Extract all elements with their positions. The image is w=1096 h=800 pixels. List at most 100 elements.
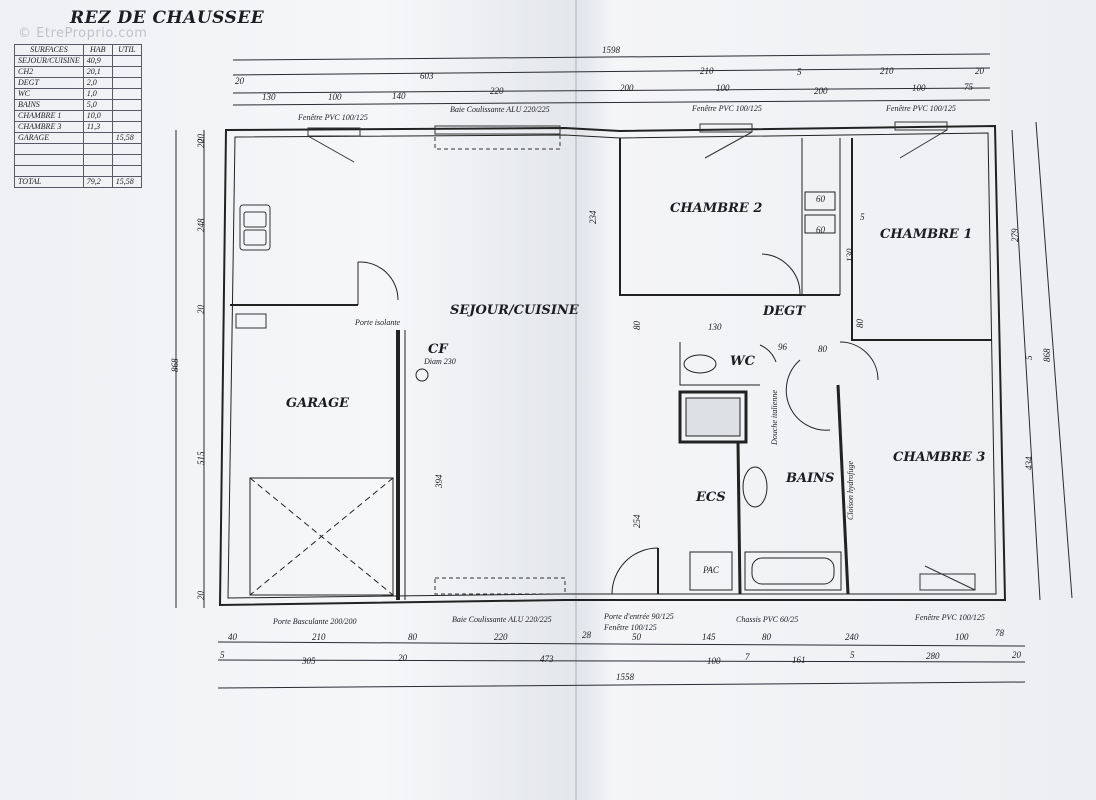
cf-flue <box>415 368 429 382</box>
note-baie-top: Baie Coulissante ALU 220/225 <box>450 105 550 114</box>
room-bains: BAINS <box>786 471 835 486</box>
dim-bottom-1k: 78 <box>995 628 1004 638</box>
dim-top-2d: 220 <box>490 86 504 96</box>
dim-top-1b: 603 <box>420 71 434 81</box>
dim-line-right-1 <box>1011 129 1041 601</box>
dim-line-bottom-total <box>217 681 1026 689</box>
entry-door-swing <box>611 547 659 595</box>
baie-bottom <box>434 577 566 595</box>
outer-wall-outline <box>218 124 1007 607</box>
bathtub <box>744 551 842 591</box>
bains-door-swing <box>785 359 831 431</box>
room-chambre1: CHAMBRE 1 <box>880 227 973 242</box>
dim-top-2a: 130 <box>262 92 276 102</box>
note-porte-entree: Porte d'entrée 90/125 <box>604 612 674 621</box>
surfaces-cell: TOTAL <box>14 176 84 188</box>
note-window-ch3: Fenêtre PVC 100/125 <box>915 613 985 622</box>
room-chambre2: CHAMBRE 2 <box>670 201 763 216</box>
dim-line-bottom-2 <box>217 659 1026 663</box>
dim-bottom-1d: 220 <box>494 632 508 642</box>
ch3-door-swing <box>839 341 879 381</box>
dim-bottom-1j: 100 <box>955 632 969 642</box>
ch2-closet-2 <box>804 214 836 234</box>
baie-top <box>434 125 561 135</box>
outer-wall-inner <box>227 132 997 599</box>
dim-right-c: 434 <box>1024 456 1034 471</box>
dim-top-1a: 20 <box>235 76 244 86</box>
garage-cabinet <box>235 313 267 329</box>
washbasin <box>742 466 768 508</box>
note-douche: Douche italienne <box>770 390 779 445</box>
dim-inner-i: 60 <box>816 194 825 204</box>
dim-top-1d: 5 <box>797 67 802 77</box>
room-degt: DEGT <box>763 304 805 319</box>
dim-right-a: 279 <box>1010 228 1020 243</box>
dim-right-b: 868 <box>1042 348 1052 363</box>
dim-left-b: 248 <box>196 218 206 233</box>
dim-bottom-2e: 100 <box>707 656 721 666</box>
dim-bottom-2d: 473 <box>540 654 554 664</box>
dim-inner-f: 394 <box>434 474 444 489</box>
shower <box>678 390 748 444</box>
dim-bottom-1a: 40 <box>228 632 237 642</box>
dim-bottom-1g: 145 <box>702 632 716 642</box>
ch3-wall <box>836 384 850 595</box>
dim-line-top-1 <box>232 67 991 76</box>
note-chassis: Chassis PVC 60/25 <box>736 615 799 624</box>
note-window-ch2: Fenêtre PVC 100/125 <box>692 104 762 113</box>
cf-sub-label: Diam 230 <box>424 357 456 366</box>
dim-inner-h: 80 <box>632 321 642 330</box>
dim-top-2f: 100 <box>716 83 730 93</box>
dim-line-top-2 <box>232 87 991 94</box>
garage-door-zone <box>249 477 394 596</box>
dim-inner-l: 130 <box>845 248 855 263</box>
note-window-ch1: Fenêtre PVC 100/125 <box>886 104 956 113</box>
surfaces-row <box>14 154 142 166</box>
dim-inner-a: 130 <box>708 322 722 332</box>
garage-door-diag-2 <box>249 477 394 596</box>
dim-top-total: 1598 <box>602 45 620 55</box>
room-garage: GARAGE <box>286 396 350 411</box>
dim-line-top-3 <box>232 99 991 106</box>
ch2-wall <box>619 138 840 296</box>
dim-inner-e: 234 <box>588 210 598 225</box>
dim-inner-c: 80 <box>818 344 827 354</box>
dim-inner-k: 5 <box>860 212 865 222</box>
room-sejour: SEJOUR/CUISINE <box>450 303 579 318</box>
ch2-door-swing <box>761 253 801 295</box>
floor-title: REZ DE CHAUSSEE <box>70 8 265 28</box>
dim-bottom-2g: 161 <box>792 655 806 665</box>
dim-bottom-2a: 5 <box>220 650 225 660</box>
note-baie-bottom: Baie Coulissante ALU 220/225 <box>452 615 552 624</box>
paper-fold <box>575 0 577 800</box>
cf-label: CF <box>428 342 448 357</box>
window-left <box>307 127 361 137</box>
surfaces-cell: 79,2 <box>82 176 113 188</box>
dim-left-e: 515 <box>196 451 206 466</box>
garage-door-swing <box>357 261 399 301</box>
dim-inner-b: 96 <box>778 342 787 352</box>
note-porte-basculante: Porte Basculante 200/200 <box>273 617 357 626</box>
note-cloison: Cloison hydrofuge <box>846 460 855 520</box>
dim-top-1f: 20 <box>975 66 984 76</box>
bains-wall <box>736 441 742 595</box>
dim-inner-d: 80 <box>855 319 865 328</box>
dim-top-2c: 140 <box>392 91 406 101</box>
dim-bottom-2c: 20 <box>398 653 407 663</box>
dim-bottom-1f: 50 <box>632 632 641 642</box>
dim-bottom-2j: 20 <box>1012 650 1021 660</box>
watermark: © EtreProprio.com <box>18 26 148 41</box>
surfaces-cell: 15,58 <box>111 176 142 188</box>
wc-wall <box>679 342 760 386</box>
wc-toilet <box>683 354 717 374</box>
pac-label: PAC <box>703 565 719 575</box>
room-chambre3: CHAMBRE 3 <box>893 450 986 465</box>
